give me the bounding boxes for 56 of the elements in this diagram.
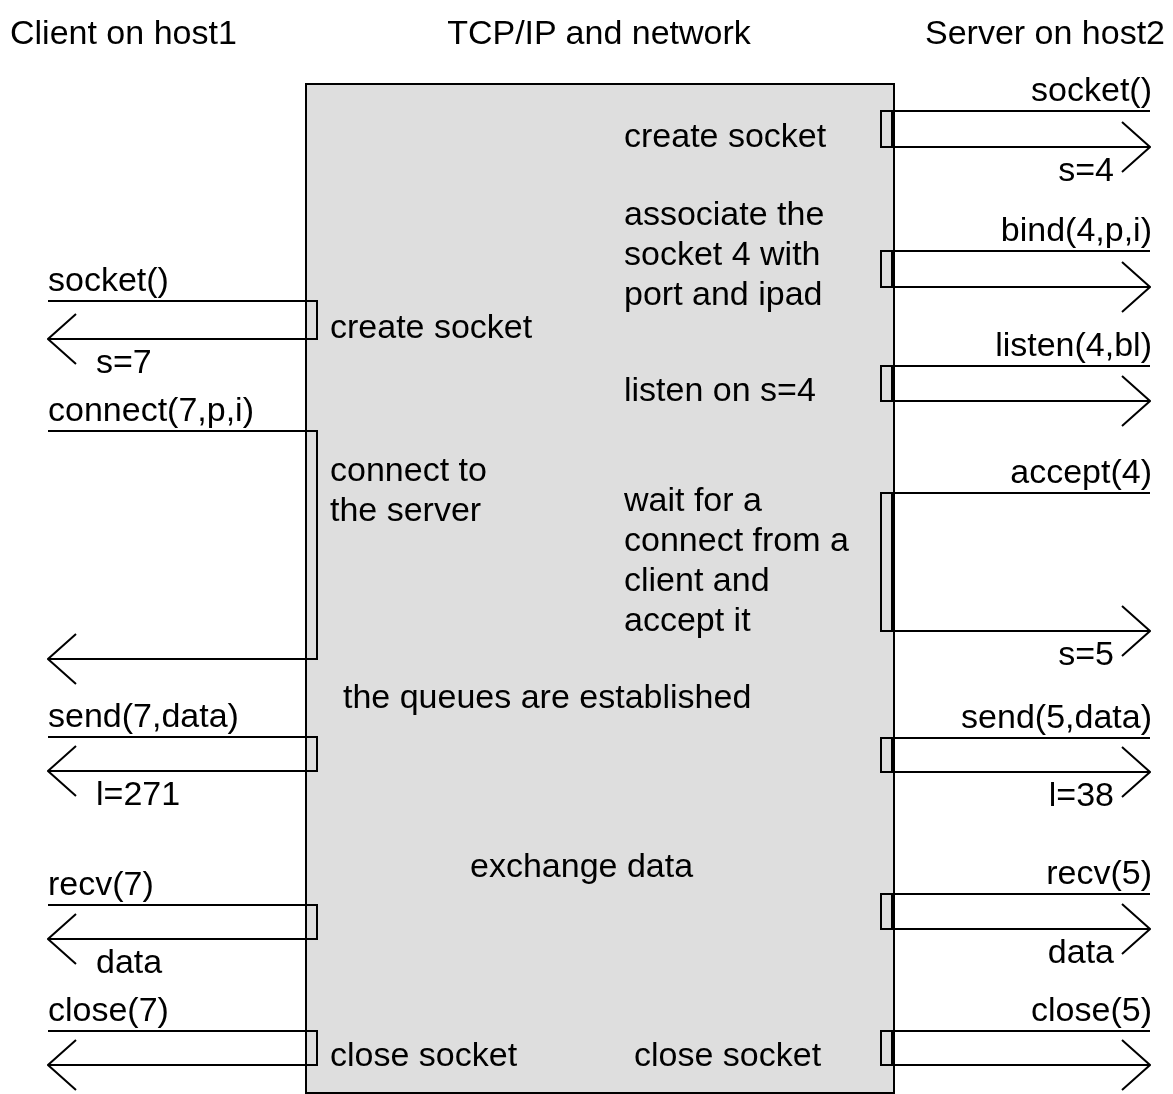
call-line (47, 430, 306, 432)
edge-label: send(7,data) (48, 695, 239, 735)
edge-label: data (96, 941, 163, 981)
step-description: create socket (624, 115, 828, 155)
note-text: exchange data (470, 845, 694, 885)
edge-label: connect(7,p,i) (48, 389, 254, 429)
edge-label: socket() (1031, 69, 1152, 109)
step-description: wait for a connect from a client and accept it (624, 479, 850, 639)
arrow (892, 1039, 1151, 1091)
edge-label: listen(4,bl) (995, 324, 1152, 364)
edge-label: send(5,data) (961, 696, 1152, 736)
column-heading: Client on host1 (10, 12, 237, 52)
edge-label: socket() (48, 259, 169, 299)
call-line (892, 1030, 1151, 1032)
edge-label: l=271 (96, 773, 181, 813)
note-text: the queues are established (343, 676, 752, 716)
call-line (892, 492, 1151, 494)
edge-label: recv(7) (48, 863, 154, 903)
arrow (892, 261, 1151, 313)
edge-label: s=7 (96, 341, 152, 381)
call-line (892, 893, 1151, 895)
arrow (47, 1039, 306, 1091)
edge-label: accept(4) (1010, 451, 1152, 491)
column-heading: TCP/IP and network (446, 12, 752, 52)
step-description: associate the socket 4 with port and ipad (624, 193, 826, 313)
arrow (47, 745, 306, 797)
edge-label: recv(5) (1046, 852, 1152, 892)
arrow (892, 605, 1151, 657)
call-line (47, 904, 306, 906)
arrow (892, 903, 1151, 955)
call-line (892, 737, 1151, 739)
arrow (47, 913, 306, 965)
edge-label: close(5) (1031, 989, 1152, 1029)
arrow (892, 375, 1151, 427)
step-description: connect to the server (330, 449, 488, 529)
step-description: listen on s=4 (624, 369, 817, 409)
step-description: close socket (330, 1034, 519, 1074)
edge-label: s=5 (1058, 633, 1114, 673)
arrow (892, 746, 1151, 798)
column-heading: Server on host2 (924, 12, 1165, 52)
step-description: close socket (634, 1034, 823, 1074)
step-description: create socket (330, 306, 534, 346)
arrow (892, 121, 1151, 173)
call-line (892, 250, 1151, 252)
call-line (47, 1030, 306, 1032)
edge-label: s=4 (1058, 149, 1114, 189)
arrow (47, 313, 306, 365)
call-line (47, 736, 306, 738)
edge-label: l=38 (1048, 774, 1114, 814)
edge-label: bind(4,p,i) (1000, 209, 1152, 249)
edge-label: data (1047, 931, 1114, 971)
arrow (47, 633, 306, 685)
call-line (47, 300, 306, 302)
edge-label: close(7) (48, 989, 169, 1029)
call-line (892, 110, 1151, 112)
call-line (892, 365, 1151, 367)
